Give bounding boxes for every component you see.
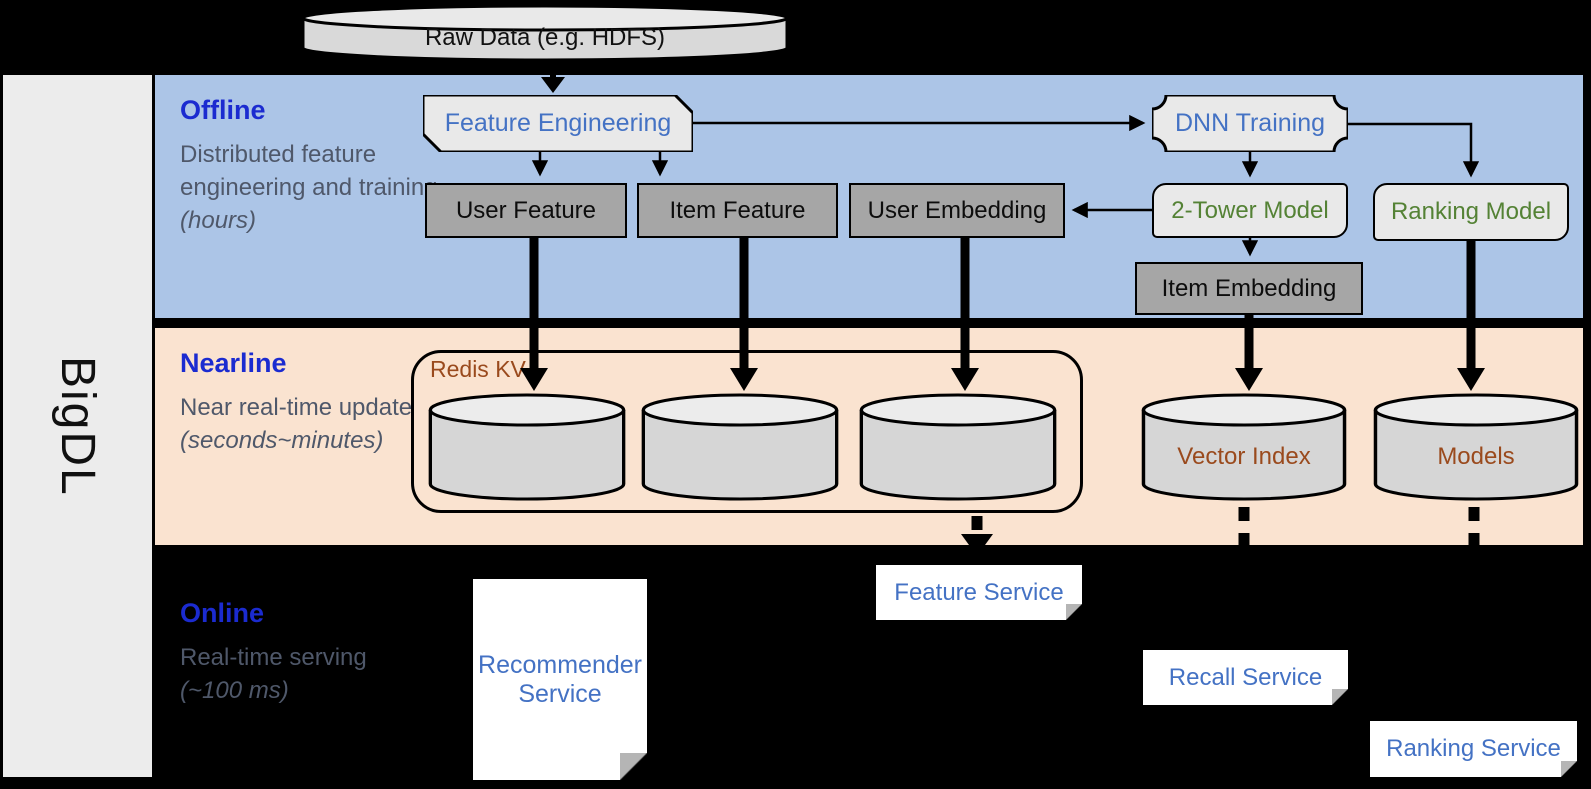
bigdl-brand-label: BigDL — [51, 355, 104, 497]
cylinder-shape — [1373, 393, 1579, 501]
feature-service-card: Feature Service — [876, 565, 1082, 620]
feature-engineering-label: Feature Engineering — [444, 109, 672, 137]
recall-service-card: Recall Service — [1143, 650, 1348, 705]
raw-data-label: Raw Data (e.g. HDFS) — [424, 24, 666, 51]
feature-service-label: Feature Service — [894, 578, 1064, 606]
ranking-service-label: Ranking Service — [1386, 735, 1561, 762]
redis-kv-label: Redis KV — [430, 356, 526, 382]
snip-corner-shape — [423, 95, 693, 152]
ranking-model-label: Ranking Model — [1390, 198, 1552, 225]
two-tower-model-label: 2-Tower Model — [1171, 196, 1329, 224]
cylinder-shape — [428, 393, 626, 501]
user-feature-node: User Feature — [425, 183, 627, 238]
cylinder-shape — [1141, 393, 1347, 501]
vector-index-cylinder: Vector Index — [1140, 392, 1348, 505]
plaque-shape — [1152, 95, 1348, 152]
offline-description-text: Distributed feature engineering and trai… — [180, 141, 438, 202]
nearline-lane-label: Nearline Near real-time update (seconds~… — [180, 348, 438, 457]
raw-data-cylinder: Raw Data (e.g. HDFS) — [300, 4, 790, 62]
recall-service-label: Recall Service — [1168, 663, 1323, 691]
dnn-training-label: DNN Training — [1174, 109, 1326, 137]
redis-cylinder-2 — [640, 392, 840, 505]
online-description-duration: (~100 ms) — [180, 677, 289, 705]
bigdl-brand-bar: BigDL — [3, 75, 152, 777]
online-lane: Online Real-time serving (~100 ms) — [155, 545, 1583, 789]
nearline-description: Near real-time update (seconds~minutes) — [180, 391, 438, 457]
recommender-service-card: Recommender Service — [473, 579, 647, 780]
user-embedding-label: User Embedding — [867, 196, 1047, 224]
offline-lane-label: Offline Distributed feature engineering … — [180, 95, 438, 237]
item-feature-label: Item Feature — [669, 196, 806, 224]
vector-index-label: Vector Index — [1177, 442, 1311, 470]
item-embedding-node: Item Embedding — [1135, 262, 1363, 315]
ranking-model-node: Ranking Model — [1373, 183, 1569, 241]
recommender-service-label: Recommender Service — [478, 650, 642, 708]
item-embedding-label: Item Embedding — [1161, 274, 1337, 302]
cylinder-shape — [641, 393, 839, 501]
cylinder-shape — [301, 4, 789, 62]
offline-description-duration: (hours) — [180, 207, 257, 235]
offline-description: Distributed feature engineering and trai… — [180, 138, 438, 237]
user-feature-label: User Feature — [455, 196, 597, 224]
item-feature-node: Item Feature — [637, 183, 838, 238]
two-tower-model-node: 2-Tower Model — [1152, 183, 1348, 238]
online-description: Real-time serving (~100 ms) — [180, 641, 380, 707]
redis-cylinder-1 — [427, 392, 627, 505]
nearline-description-duration: (seconds~minutes) — [180, 427, 384, 455]
online-lane-label: Online Real-time serving (~100 ms) — [180, 598, 380, 707]
ranking-service-card: Ranking Service — [1370, 721, 1577, 777]
feature-engineering-node: Feature Engineering — [423, 95, 693, 152]
redis-cylinder-3 — [858, 392, 1058, 505]
user-embedding-node: User Embedding — [849, 183, 1065, 238]
models-label: Models — [1437, 442, 1515, 470]
online-description-text: Real-time serving — [180, 644, 367, 671]
dnn-training-node: DNN Training — [1152, 95, 1348, 152]
online-title: Online — [180, 598, 265, 628]
cylinder-shape — [859, 393, 1057, 501]
nearline-description-text: Near real-time update — [180, 394, 413, 421]
models-cylinder: Models — [1372, 392, 1580, 505]
offline-title: Offline — [180, 95, 266, 125]
nearline-title: Nearline — [180, 348, 287, 378]
